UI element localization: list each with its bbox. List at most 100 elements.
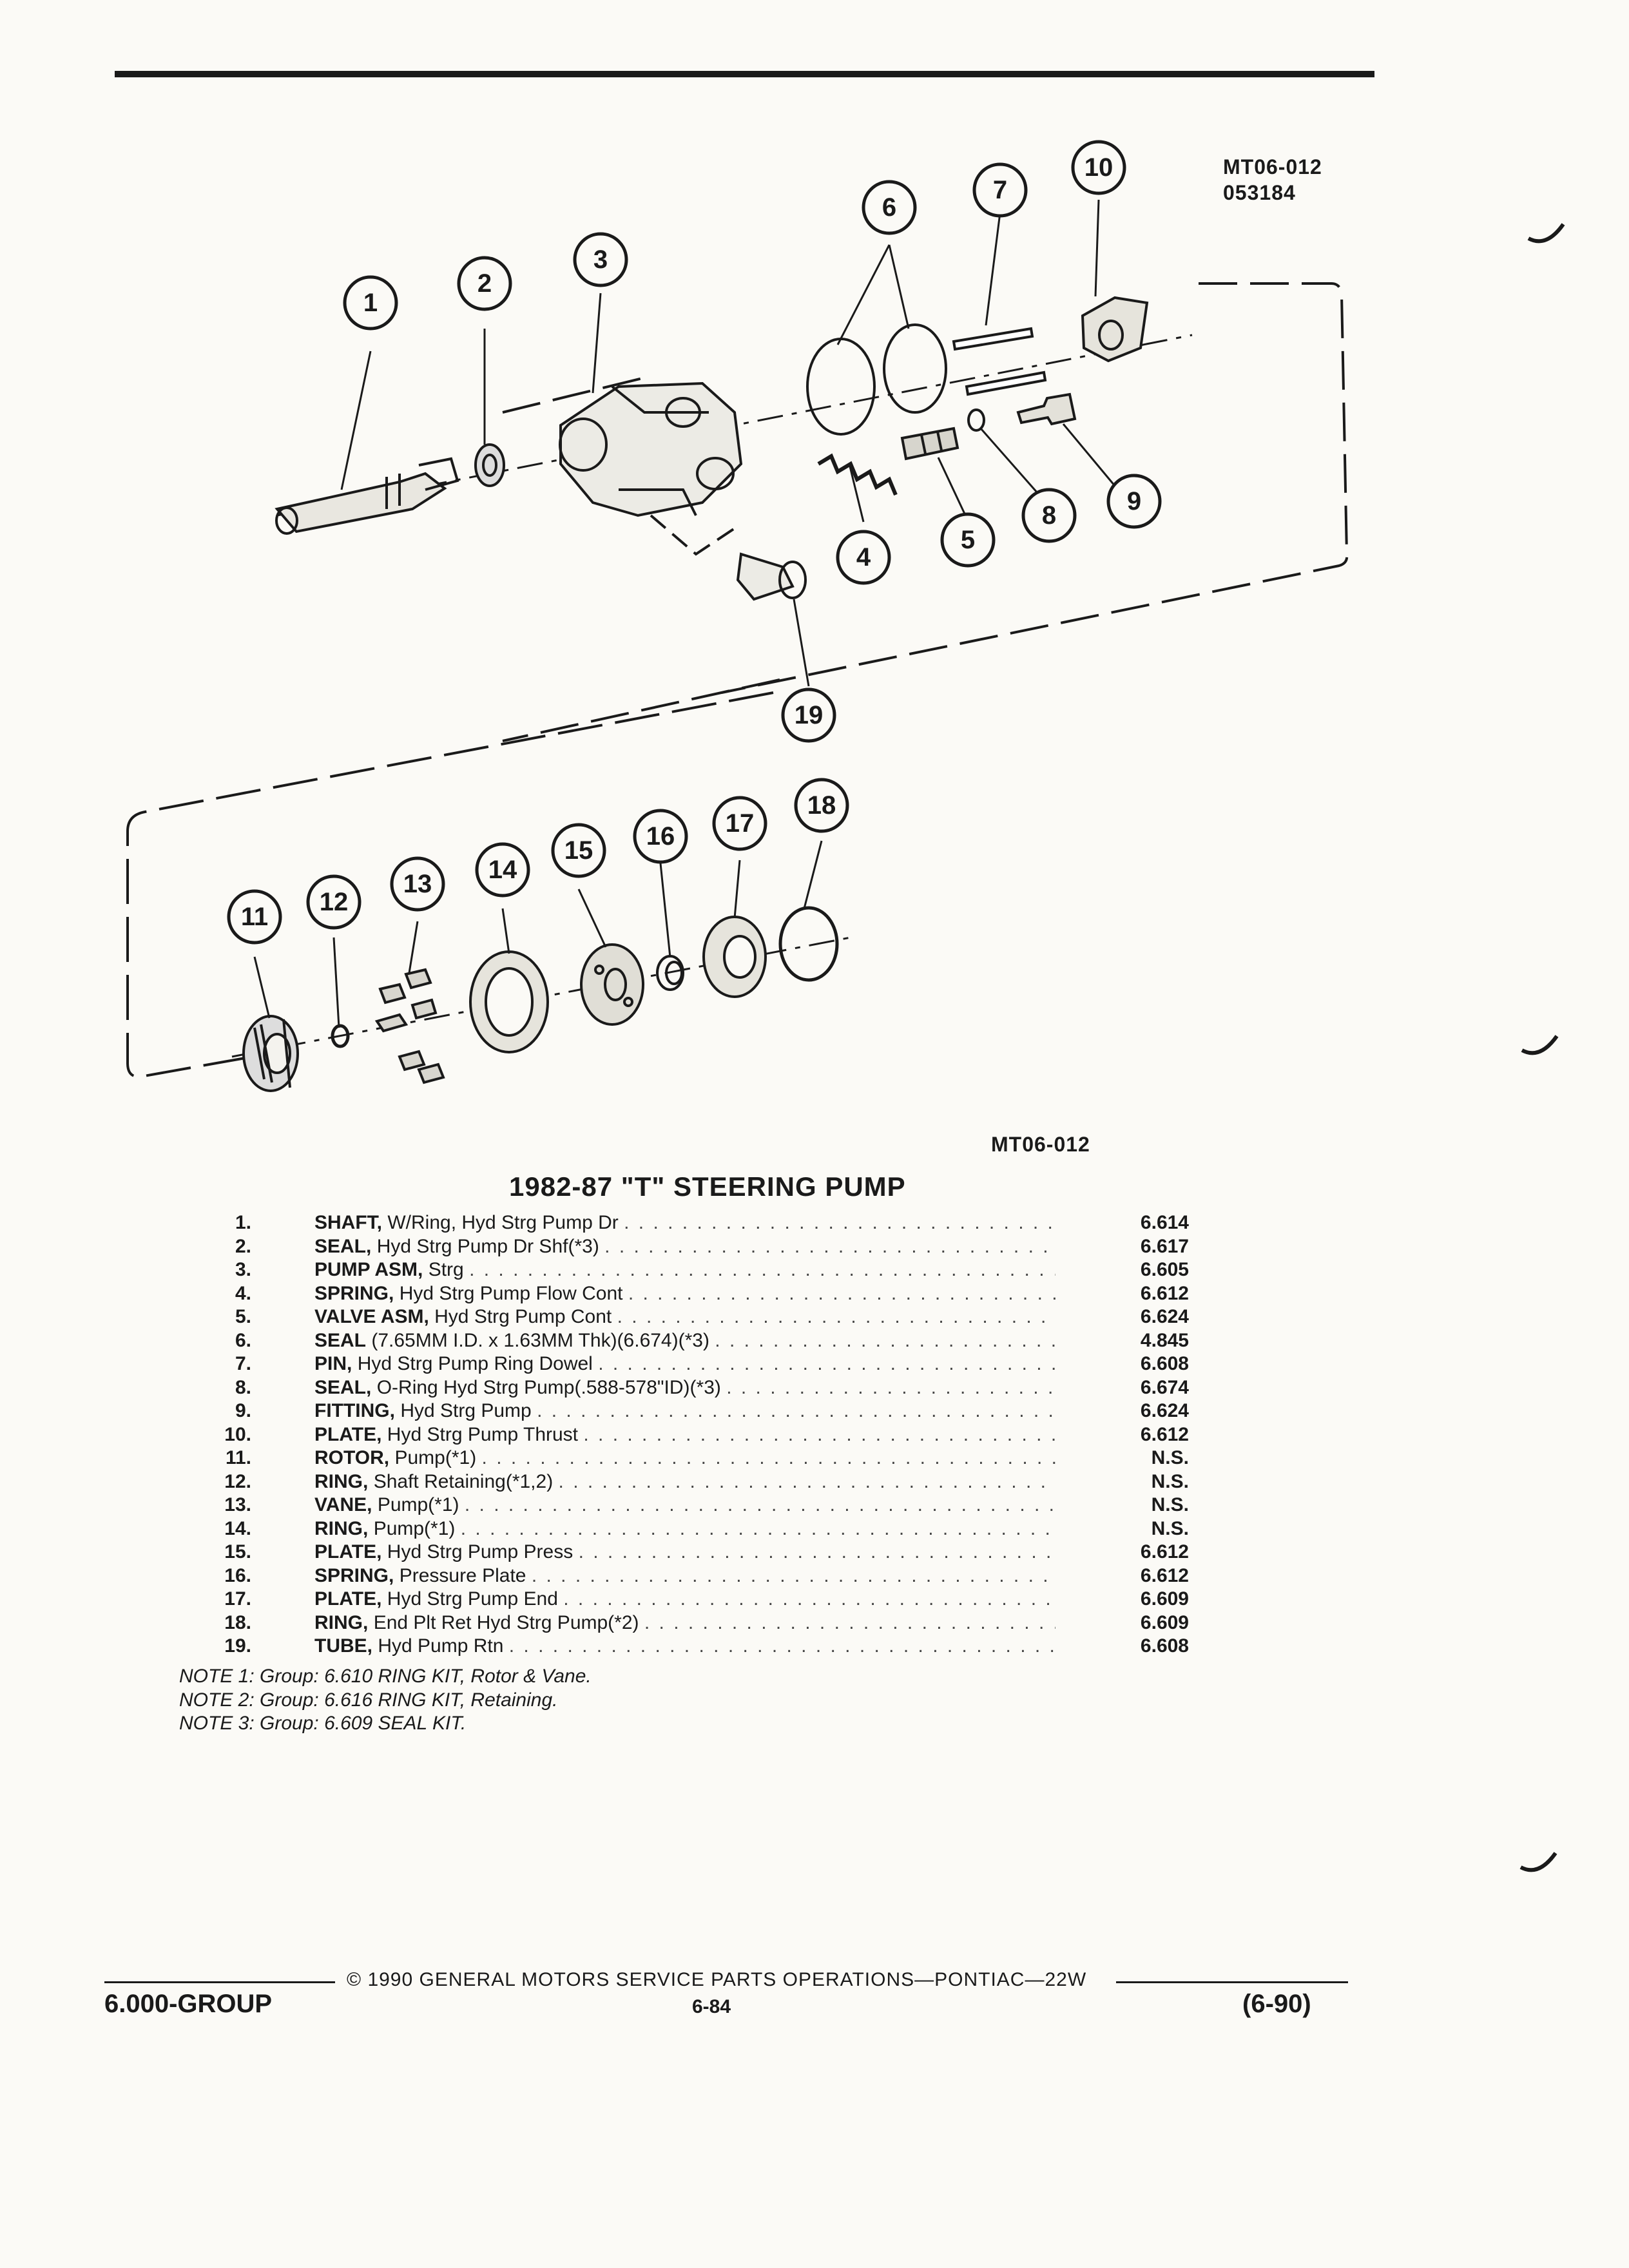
part-seal: [474, 443, 505, 487]
part-o-ring: [967, 408, 985, 432]
footer-page-number: 6-84: [692, 1996, 731, 2017]
dot-leader: . . . . . . . . . . . . . . . . . . . . …: [464, 1494, 1055, 1515]
part-name: PIN,: [314, 1353, 352, 1374]
top-rule: [115, 71, 1374, 77]
part-detail: Hyd Strg Pump Press: [387, 1541, 574, 1562]
parts-row: 17. PLATE, Hyd Strg Pump End . . . . . . …: [174, 1588, 1224, 1611]
callout-label-10: 10: [1084, 153, 1113, 182]
dot-leader: . . . . . . . . . . . . . . . . . . . . …: [598, 1353, 1055, 1374]
parts-row: 14.RING, Pump(*1) . . . . . . . . . . . …: [174, 1517, 1224, 1541]
parts-row: 5. VALVE ASM, Hyd Strg Pump Cont . . . . …: [174, 1305, 1224, 1329]
part-group: 6.608: [1140, 1635, 1189, 1657]
dot-leader: . . . . . . . . . . . . . . . . . . . . …: [469, 1259, 1055, 1280]
parts-row: 12.RING, Shaft Retaining(*1,2) . . . . .…: [174, 1470, 1224, 1494]
callout-label-14: 14: [488, 856, 517, 884]
callout-label-18: 18: [807, 791, 836, 820]
part-number: 17.: [224, 1588, 251, 1610]
part-name: VALVE ASM,: [314, 1306, 429, 1327]
part-valve: [900, 427, 959, 461]
callout-2: [457, 256, 512, 311]
callout-label-9: 9: [1127, 487, 1141, 515]
part-description: PLATE, Hyd Strg Pump Press . . . . . . .…: [314, 1541, 1055, 1564]
part-dowel-pin-b: [965, 370, 1047, 396]
footer-copyright: © 1990 GENERAL MOTORS SERVICE PARTS OPER…: [347, 1969, 1087, 1990]
part-group: 6.609: [1140, 1611, 1189, 1633]
part-description: VALVE ASM, Hyd Strg Pump Cont . . . . . …: [314, 1305, 1055, 1329]
callout-6: [862, 180, 917, 235]
binder-mark-1: [1527, 223, 1565, 244]
part-pump-assembly: [559, 381, 743, 556]
exploded-view-diagram: 1 2 3 4 5 6 7 8 9 10 11 12 13 14 15 16 1…: [126, 140, 1349, 1092]
part-number: 8.: [235, 1376, 251, 1398]
parts-row: 3.PUMP ASM, Strg . . . . . . . . . . . .…: [174, 1258, 1224, 1282]
part-number: 16.: [224, 1564, 251, 1586]
part-group: 6.617: [1140, 1235, 1189, 1257]
part-number: 9.: [235, 1400, 251, 1421]
part-thrust-plate: [1081, 296, 1149, 363]
part-spring: [817, 453, 898, 496]
part-description: PIN, Hyd Strg Pump Ring Dowel . . . . . …: [314, 1352, 1055, 1376]
callout-5: [940, 512, 996, 568]
callout-label-17: 17: [726, 809, 755, 838]
part-detail: O-Ring Hyd Strg Pump(.588-578"ID)(*3): [376, 1376, 721, 1398]
dot-leader: . . . . . . . . . . . . . . . . . . . . …: [531, 1564, 1055, 1586]
dot-leader: . . . . . . . . . . . . . . . . . . . . …: [726, 1376, 1055, 1398]
dot-leader: . . . . . . . . . . . . . . . . . . . . …: [537, 1400, 1055, 1421]
part-number: 11.: [225, 1447, 251, 1468]
part-name: SHAFT,: [314, 1212, 382, 1233]
part-detail: Hyd Strg Pump End: [387, 1588, 558, 1610]
dot-leader: . . . . . . . . . . . . . . . . . . . . …: [508, 1635, 1055, 1657]
callout-label-11: 11: [241, 903, 268, 931]
part-number: 5.: [235, 1306, 251, 1327]
callout-7: [972, 162, 1028, 218]
part-description: SPRING, Pressure Plate . . . . . . . . .…: [314, 1564, 1055, 1588]
callout-label-13: 13: [403, 870, 432, 898]
part-seal-ring-a: [806, 338, 876, 436]
part-end-plate: [702, 916, 767, 998]
part-group: 4.845: [1140, 1329, 1189, 1351]
part-name: PUMP ASM,: [314, 1259, 423, 1280]
callout-label-15: 15: [564, 836, 593, 865]
part-group: 6.609: [1140, 1588, 1189, 1610]
note-2: NOTE 2: Group: 6.616 RING KIT, Retaining…: [179, 1689, 558, 1711]
part-description: SPRING, Hyd Strg Pump Flow Cont . . . . …: [314, 1282, 1055, 1306]
part-detail: Pressure Plate: [399, 1564, 526, 1586]
part-detail: Pump(*1): [394, 1447, 477, 1468]
dot-leader: . . . . . . . . . . . . . . . . . . . . …: [583, 1423, 1055, 1445]
callout-16: [633, 809, 688, 864]
parts-list: 1.SHAFT, W/Ring, Hyd Strg Pump Dr . . . …: [174, 1211, 1224, 1658]
upper-boundary: [502, 282, 1349, 742]
part-name: PLATE,: [314, 1423, 382, 1445]
dot-leader: . . . . . . . . . . . . . . . . . . . . …: [617, 1306, 1055, 1327]
part-description: FITTING, Hyd Strg Pump . . . . . . . . .…: [314, 1399, 1055, 1423]
dot-leader: . . . . . . . . . . . . . . . . . . . . …: [604, 1235, 1055, 1257]
part-detail: Hyd Pump Rtn: [378, 1635, 504, 1657]
callout-label-12: 12: [320, 888, 349, 916]
callout-10: [1071, 140, 1126, 195]
part-number: 6.: [235, 1329, 251, 1351]
callout-8: [1021, 488, 1077, 543]
part-group: 6.608: [1140, 1353, 1189, 1374]
part-rotor: [242, 1015, 299, 1092]
part-end-plate-ring: [778, 906, 839, 982]
parts-row: 6.SEAL (7.65MM I.D. x 1.63MM Thk)(6.674)…: [174, 1329, 1224, 1353]
parts-row: 9. FITTING, Hyd Strg Pump . . . . . . . .…: [174, 1399, 1224, 1423]
parts-notes: NOTE 1: Group: 6.610 RING KIT, Rotor & V…: [179, 1665, 592, 1736]
part-number: 13.: [224, 1494, 251, 1515]
part-description: SEAL, O-Ring Hyd Strg Pump(.588-578"ID)(…: [314, 1376, 1055, 1400]
part-description: RING, Shaft Retaining(*1,2) . . . . . . …: [314, 1470, 1055, 1494]
part-group: 6.605: [1140, 1259, 1189, 1280]
dot-leader: . . . . . . . . . . . . . . . . . . . . …: [715, 1329, 1055, 1351]
footer-rule-right: [1116, 1981, 1348, 1983]
callout-13: [390, 856, 445, 912]
callout-12: [306, 874, 361, 930]
part-group: 6.624: [1140, 1306, 1189, 1327]
part-number: 19.: [224, 1635, 251, 1657]
callout-label-7: 7: [993, 176, 1007, 204]
part-group: N.S.: [1151, 1494, 1189, 1515]
part-name: SPRING,: [314, 1282, 394, 1304]
callout-3: [573, 232, 628, 287]
parts-row: 1.SHAFT, W/Ring, Hyd Strg Pump Dr . . . …: [174, 1211, 1224, 1235]
part-number: 7.: [235, 1353, 251, 1374]
part-description: PLATE, Hyd Strg Pump End . . . . . . . .…: [314, 1588, 1055, 1611]
